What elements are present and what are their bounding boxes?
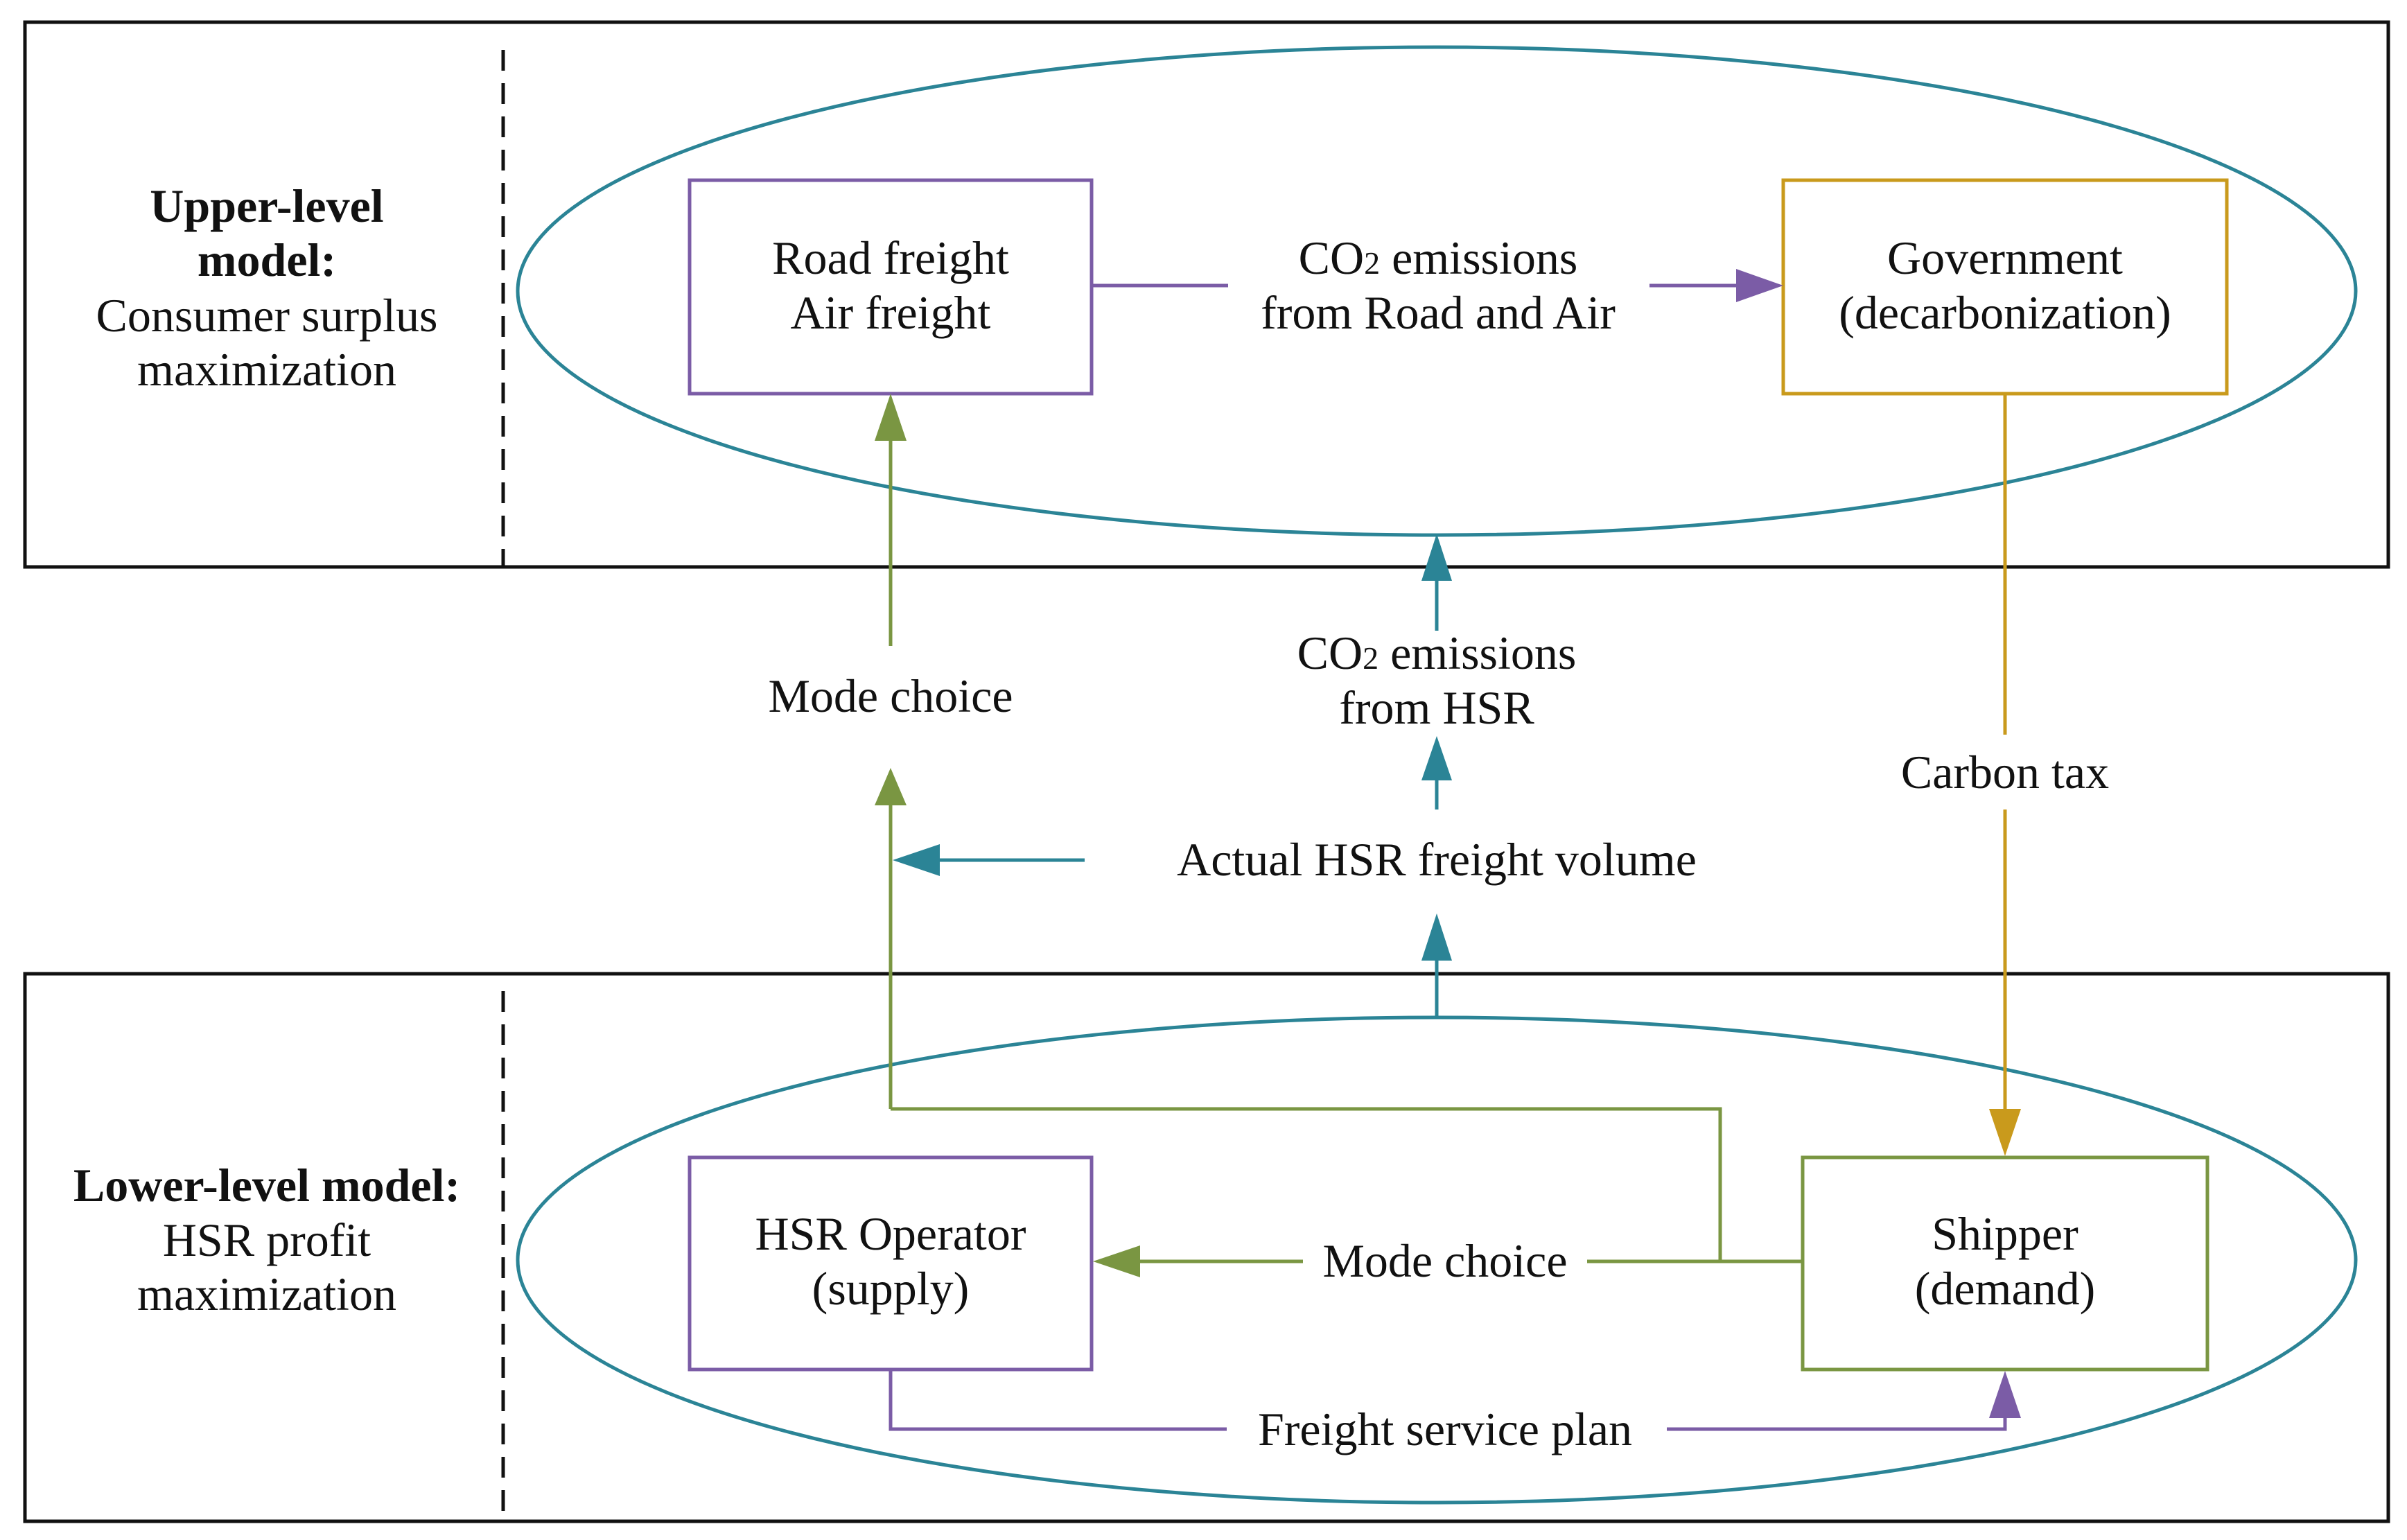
shipper-line-2: (demand) — [1915, 1262, 2096, 1315]
edge-actual-volume: Actual HSR freight volume — [893, 833, 1697, 1019]
upper-level-panel: Upper-level model: Consumer surplus maxi… — [23, 20, 2390, 569]
hsr-operator-line-1: HSR Operator — [755, 1207, 1026, 1260]
co2-hsr-upper-arrowhead — [1421, 534, 1452, 581]
mode-choice-upper-bottom-arrowhead — [875, 768, 907, 805]
co2-hsr-label-2: from HSR — [1339, 681, 1534, 734]
co2-road-air-label-1: CO2 emissions — [1299, 231, 1578, 284]
node-shipper: Shipper (demand) — [1801, 1155, 2209, 1372]
mode-choice-lower-arrowhead — [1093, 1245, 1140, 1277]
government-box — [1781, 178, 2229, 396]
edge-co2-road-air: CO2 emissions from Road and Air — [1092, 231, 1783, 339]
shipper-line-1: Shipper — [1932, 1207, 2078, 1260]
road-air-line-2: Air freight — [791, 286, 991, 339]
edge-mode-choice-lower: Mode choice — [1093, 1234, 1803, 1287]
mode-choice-upper-top-arrowhead — [875, 394, 907, 441]
mode-choice-upper-label: Mode choice — [768, 670, 1013, 722]
service-plan-right-path — [1667, 1414, 2007, 1431]
edge-mode-choice-upper: Mode choice — [768, 394, 1722, 1261]
hsr-operator-line-2: (supply) — [812, 1262, 970, 1315]
shipper-box — [1801, 1155, 2209, 1372]
upper-label-line-1: Consumer surplus — [96, 289, 438, 342]
node-hsr-operator: HSR Operator (supply) — [688, 1155, 1094, 1372]
service-plan-label: Freight service plan — [1258, 1403, 1632, 1455]
co2-road-air-arrowhead — [1736, 269, 1783, 302]
government-line-2: (decarbonization) — [1839, 286, 2171, 339]
node-road-air: Road freight Air freight — [688, 178, 1094, 396]
lower-label-line-1: HSR profit — [163, 1214, 371, 1266]
lower-label-title: Lower-level model: — [73, 1159, 460, 1211]
carbon-tax-label: Carbon tax — [1901, 746, 2109, 798]
actual-volume-left-arrowhead — [893, 844, 940, 876]
carbon-tax-arrowhead — [1989, 1109, 2021, 1156]
edge-carbon-tax: Carbon tax — [1901, 394, 2109, 1156]
node-government: Government (decarbonization) — [1781, 178, 2229, 396]
service-plan-arrowhead — [1989, 1371, 2021, 1418]
lower-label-line-2: maximization — [137, 1268, 396, 1320]
mode-choice-return-path — [891, 1107, 1722, 1261]
co2-road-air-label-2: from Road and Air — [1261, 286, 1616, 339]
upper-panel-frame — [23, 20, 2390, 569]
upper-label-title-2: model: — [198, 234, 336, 286]
actual-volume-up-arrowhead — [1421, 913, 1452, 961]
government-line-1: Government — [1887, 231, 2123, 284]
service-plan-left-path — [889, 1370, 1227, 1431]
road-air-line-1: Road freight — [772, 231, 1009, 284]
mode-choice-lower-label: Mode choice — [1322, 1234, 1567, 1287]
co2-hsr-lower-arrowhead — [1421, 736, 1452, 780]
upper-label-line-2: maximization — [137, 343, 396, 396]
lower-panel-frame — [23, 972, 2390, 1523]
hsr-operator-box — [688, 1155, 1094, 1372]
upper-label-title-1: Upper-level — [150, 180, 383, 232]
actual-volume-label: Actual HSR freight volume — [1177, 833, 1697, 886]
edge-co2-hsr: CO2 emissions from HSR — [1297, 534, 1577, 810]
edge-service-plan: Freight service plan — [889, 1370, 2021, 1455]
co2-hsr-label-1: CO2 emissions — [1297, 627, 1577, 679]
